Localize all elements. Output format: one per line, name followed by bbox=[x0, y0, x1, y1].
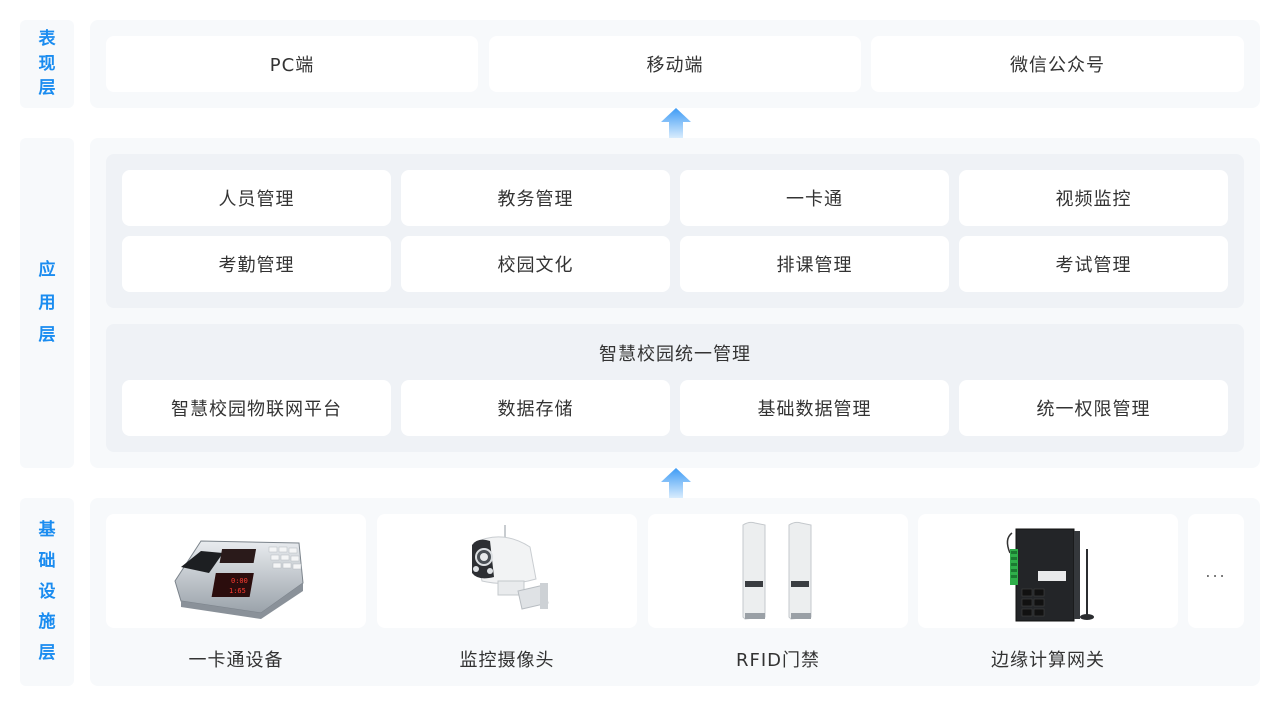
unified-management-title: 智慧校园统一管理 bbox=[599, 344, 751, 365]
up-arrow-icon bbox=[661, 108, 691, 138]
layer-label-char: 设 bbox=[38, 581, 56, 602]
device-label-onecard: 一卡通设备 bbox=[188, 650, 284, 671]
device-label-rfid: RFID门禁 bbox=[735, 650, 821, 671]
gateway-icon bbox=[1006, 528, 1094, 622]
layer-label-char: 现 bbox=[38, 53, 56, 74]
more-ellipsis: ... bbox=[1205, 561, 1227, 581]
layer-label-application: 应 用 层 bbox=[20, 138, 74, 468]
unified-card-storage: 数据存储 bbox=[401, 380, 670, 436]
device-label-gateway: 边缘计算网关 bbox=[991, 650, 1105, 671]
card-terminal-icon: 0:00 1:65 bbox=[174, 540, 304, 619]
layer-label-char: 础 bbox=[38, 551, 56, 572]
layer-label-char: 基 bbox=[38, 520, 56, 541]
app-card-academic: 教务管理 bbox=[401, 170, 670, 226]
presentation-card-pc: PC端 bbox=[106, 36, 478, 92]
infrastructure-panel: 0:00 1:65 bbox=[90, 498, 1260, 686]
unified-card-iot: 智慧校园物联网平台 bbox=[122, 380, 391, 436]
device-card-gateway bbox=[918, 514, 1178, 628]
app-card-attendance: 考勤管理 bbox=[122, 236, 391, 292]
layer-label-char: 用 bbox=[38, 292, 56, 313]
app-card-schedule: 排课管理 bbox=[680, 236, 949, 292]
svg-text:0:00: 0:00 bbox=[231, 577, 248, 585]
device-card-more: ... bbox=[1188, 514, 1244, 628]
rfid-gate-icon bbox=[742, 521, 812, 620]
app-card-video: 视频监控 bbox=[959, 170, 1228, 226]
presentation-panel: PC端 移动端 微信公众号 bbox=[90, 20, 1260, 108]
app-card-culture: 校园文化 bbox=[401, 236, 670, 292]
app-card-onecard: 一卡通 bbox=[680, 170, 949, 226]
device-card-onecard: 0:00 1:65 bbox=[106, 514, 366, 628]
layer-label-char: 层 bbox=[38, 325, 56, 346]
layer-label-char: 层 bbox=[38, 642, 56, 663]
device-card-rfid bbox=[648, 514, 908, 628]
up-arrow-icon bbox=[661, 468, 691, 498]
application-panel: 人员管理 教务管理 一卡通 视频监控 考勤管理 校园文化 排课管理 考试管理 智… bbox=[90, 138, 1260, 468]
app-card-exam: 考试管理 bbox=[959, 236, 1228, 292]
svg-text:1:65: 1:65 bbox=[229, 587, 246, 595]
layer-label-char: 层 bbox=[38, 78, 56, 99]
app-card-personnel: 人员管理 bbox=[122, 170, 391, 226]
unified-management-panel: 智慧校园统一管理 智慧校园物联网平台 数据存储 基础数据管理 统一权限管理 bbox=[106, 324, 1244, 452]
application-modules-panel: 人员管理 教务管理 一卡通 视频监控 考勤管理 校园文化 排课管理 考试管理 bbox=[106, 154, 1244, 308]
device-label-camera: 监控摄像头 bbox=[459, 650, 555, 671]
unified-card-basedata: 基础数据管理 bbox=[680, 380, 949, 436]
layer-label-char: 应 bbox=[38, 260, 56, 281]
camera-icon bbox=[472, 525, 549, 610]
layer-label-char: 表 bbox=[38, 29, 56, 50]
device-card-camera bbox=[377, 514, 637, 628]
layer-label-char: 施 bbox=[38, 612, 56, 633]
presentation-card-mobile: 移动端 bbox=[489, 36, 861, 92]
unified-card-permission: 统一权限管理 bbox=[959, 380, 1228, 436]
layer-label-infrastructure: 基 础 设 施 层 bbox=[20, 498, 74, 686]
layer-label-presentation: 表 现 层 bbox=[20, 20, 74, 108]
presentation-card-wechat: 微信公众号 bbox=[871, 36, 1244, 92]
